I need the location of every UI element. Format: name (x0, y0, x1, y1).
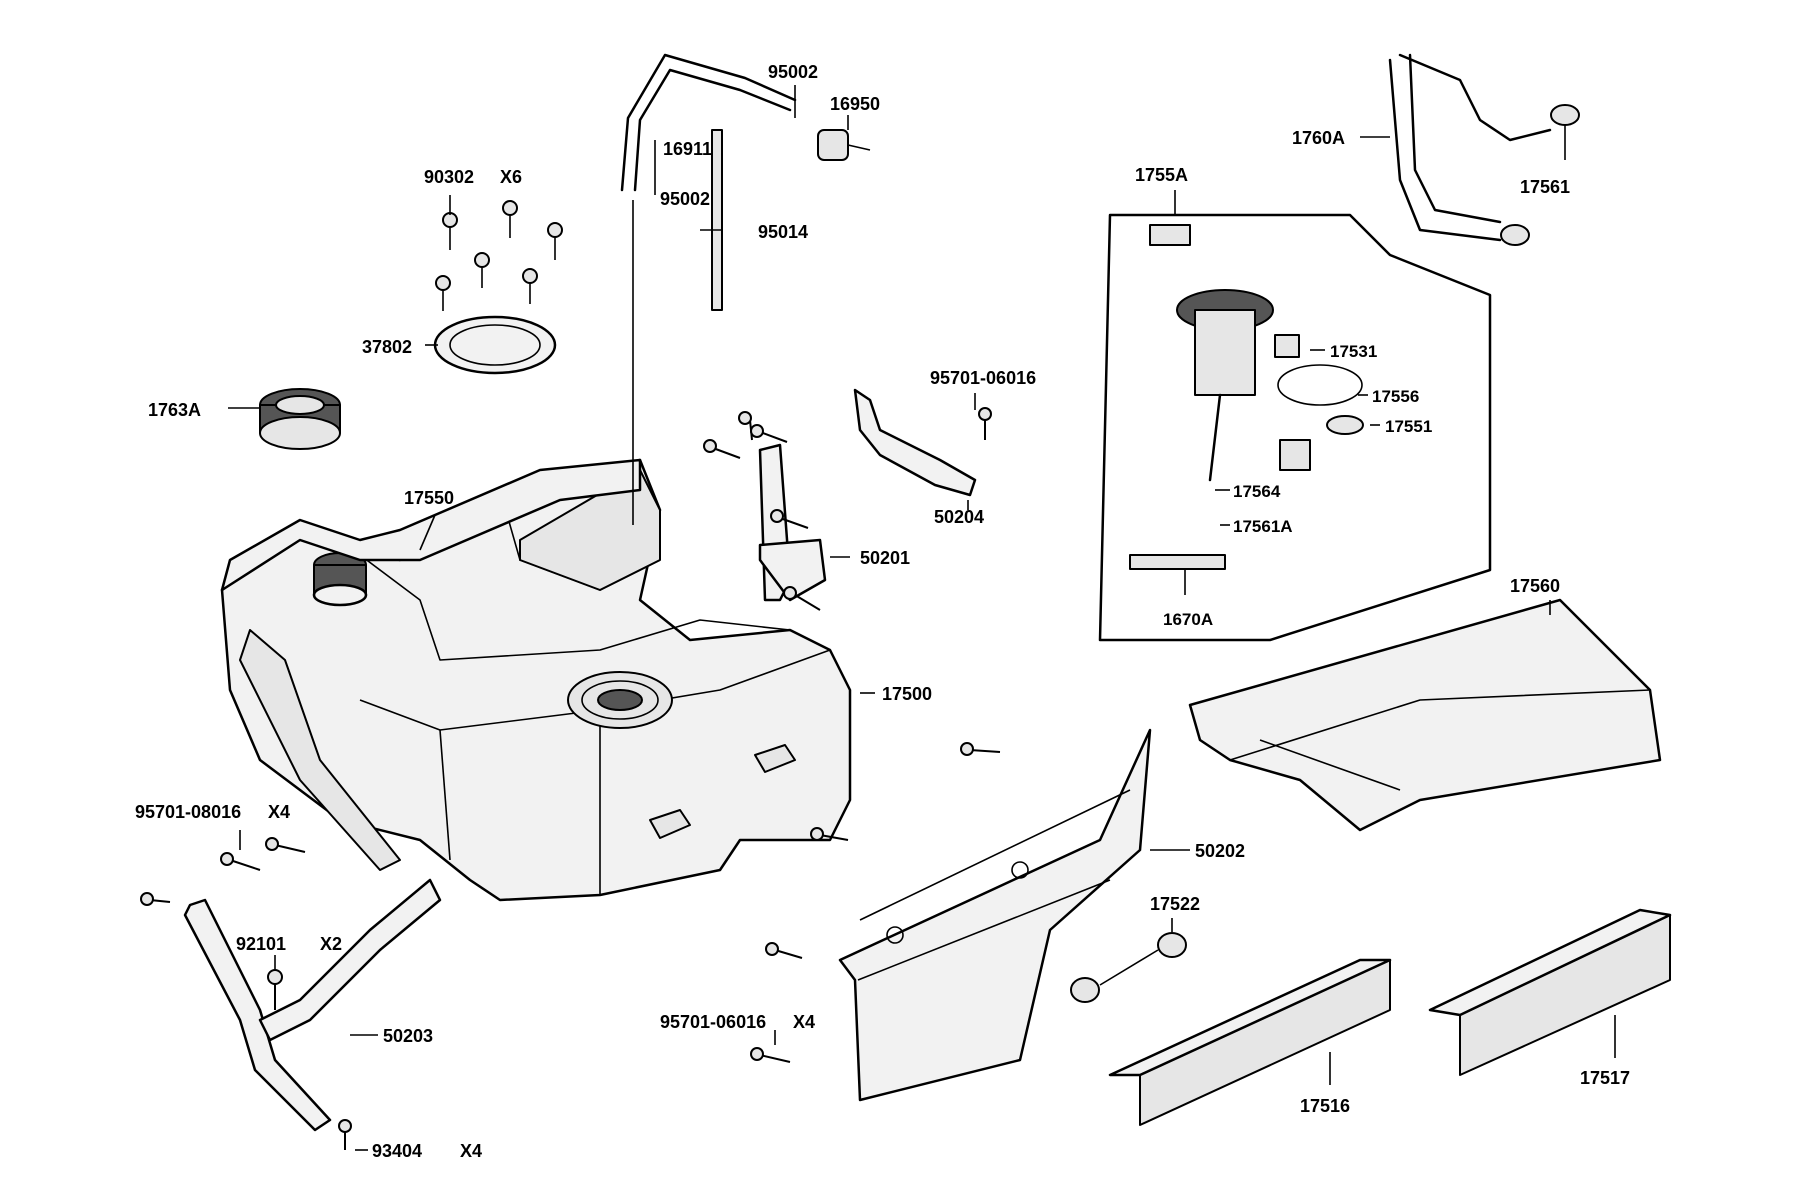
bolts-scattered (140, 407, 1001, 1150)
heat-shield-17560 (1188, 598, 1662, 832)
valve-16950 (817, 129, 871, 161)
callout-95002-bottom: 95002 (660, 189, 710, 209)
callout-1670A: 1670A (1163, 610, 1213, 629)
callout-16911: 16911 (663, 139, 712, 159)
callout-1760A: 1760A (1292, 128, 1345, 148)
callout-17561A: 17561A (1233, 517, 1293, 536)
gasket-37802 (433, 315, 557, 375)
callout-17551: 17551 (1385, 417, 1432, 436)
callout-50201: 50201 (860, 548, 910, 568)
callout-1755A: 1755A (1135, 165, 1188, 185)
callout-95701-06016-bottom: 95701-06016 (660, 1012, 766, 1032)
hose-1760A (1388, 53, 1552, 242)
foam-block-17516 (1108, 958, 1392, 1126)
bracket-50203 (183, 878, 442, 1132)
callout-95701-08016-qty: X4 (268, 802, 290, 822)
callout-17556: 17556 (1372, 387, 1419, 406)
bolt-group-90302 (435, 200, 563, 311)
callout-50203: 50203 (383, 1026, 433, 1046)
callout-17522: 17522 (1150, 894, 1200, 914)
bracket-50204 (853, 388, 977, 497)
callout-37802: 37802 (362, 337, 412, 357)
skid-plate-50202 (838, 728, 1152, 1102)
callout-17517: 17517 (1580, 1068, 1630, 1088)
callout-95701-08016: 95701-08016 (135, 802, 241, 822)
callout-95701-06016-top: 95701-06016 (930, 368, 1036, 388)
callout-90302-qty: X6 (500, 167, 522, 187)
vent-hose-16911 (620, 53, 797, 192)
callout-95014: 95014 (758, 222, 808, 242)
clamp-17561 (1500, 104, 1580, 246)
callout-92101-qty: X2 (320, 934, 342, 954)
callout-95002-top: 95002 (768, 62, 818, 82)
callout-17516: 17516 (1300, 1096, 1350, 1116)
callout-50202: 50202 (1195, 841, 1245, 861)
callout-93404-qty: X4 (460, 1141, 482, 1161)
callout-17500: 17500 (882, 684, 932, 704)
fuel-cap-1763A (259, 388, 341, 450)
callout-labels: 95002 16950 16911 95002 95014 90302 X6 3… (135, 62, 1630, 1161)
callout-17560: 17560 (1510, 576, 1560, 596)
callout-17550: 17550 (404, 488, 454, 508)
callout-17561: 17561 (1520, 177, 1570, 197)
leader-lines (228, 85, 1616, 1151)
callout-93404: 93404 (372, 1141, 422, 1161)
callout-1763A: 1763A (148, 400, 201, 420)
fuel-tank (220, 458, 852, 902)
strap-95014 (711, 129, 723, 311)
foam-block-17517 (1428, 908, 1672, 1076)
callout-95701-06016-bottom-qty: X4 (793, 1012, 815, 1032)
callout-17564: 17564 (1233, 482, 1281, 501)
callout-16950: 16950 (830, 94, 880, 114)
callout-92101: 92101 (236, 934, 286, 954)
grommet-17522 (1070, 932, 1187, 1003)
callout-50204: 50204 (934, 507, 984, 527)
callout-17531: 17531 (1330, 342, 1377, 361)
fuel-pump-1755A (1098, 213, 1492, 642)
callout-90302: 90302 (424, 167, 474, 187)
